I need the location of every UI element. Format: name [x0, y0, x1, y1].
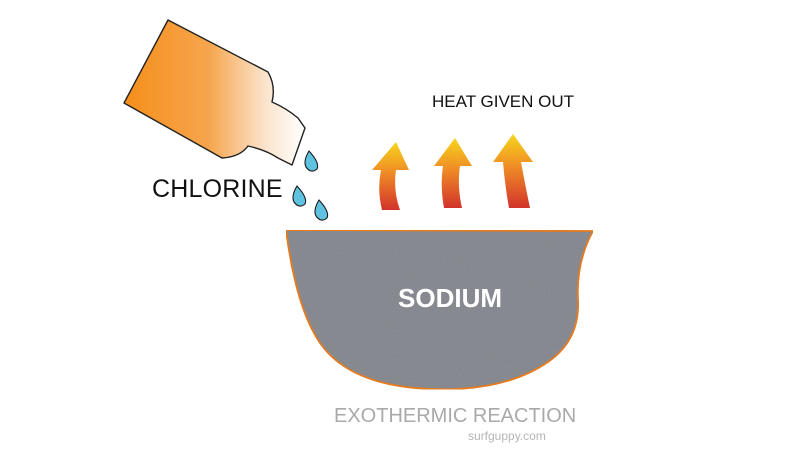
heat-arrow-icon: [372, 142, 409, 210]
diagram-caption: EXOTHERMIC REACTION: [334, 405, 577, 427]
sodium-bowl-shape: [285, 229, 594, 391]
chlorine-droplets: [292, 150, 329, 221]
heat-arrows: [372, 134, 533, 210]
heat-arrow-icon: [434, 138, 472, 208]
droplet-icon: [292, 185, 307, 207]
droplet-icon: [304, 150, 319, 172]
source-credit: surfguppy.com: [468, 429, 546, 443]
sodium-label: SODIUM: [398, 283, 502, 313]
heat-arrow-icon: [493, 134, 533, 208]
bottle-icon: [123, 19, 306, 166]
heat-label: HEAT GIVEN OUT: [432, 92, 575, 111]
chlorine-bottle: [123, 19, 306, 166]
chlorine-label: CHLORINE: [152, 175, 283, 203]
sodium-bowl: [285, 229, 594, 391]
droplet-icon: [314, 199, 329, 221]
